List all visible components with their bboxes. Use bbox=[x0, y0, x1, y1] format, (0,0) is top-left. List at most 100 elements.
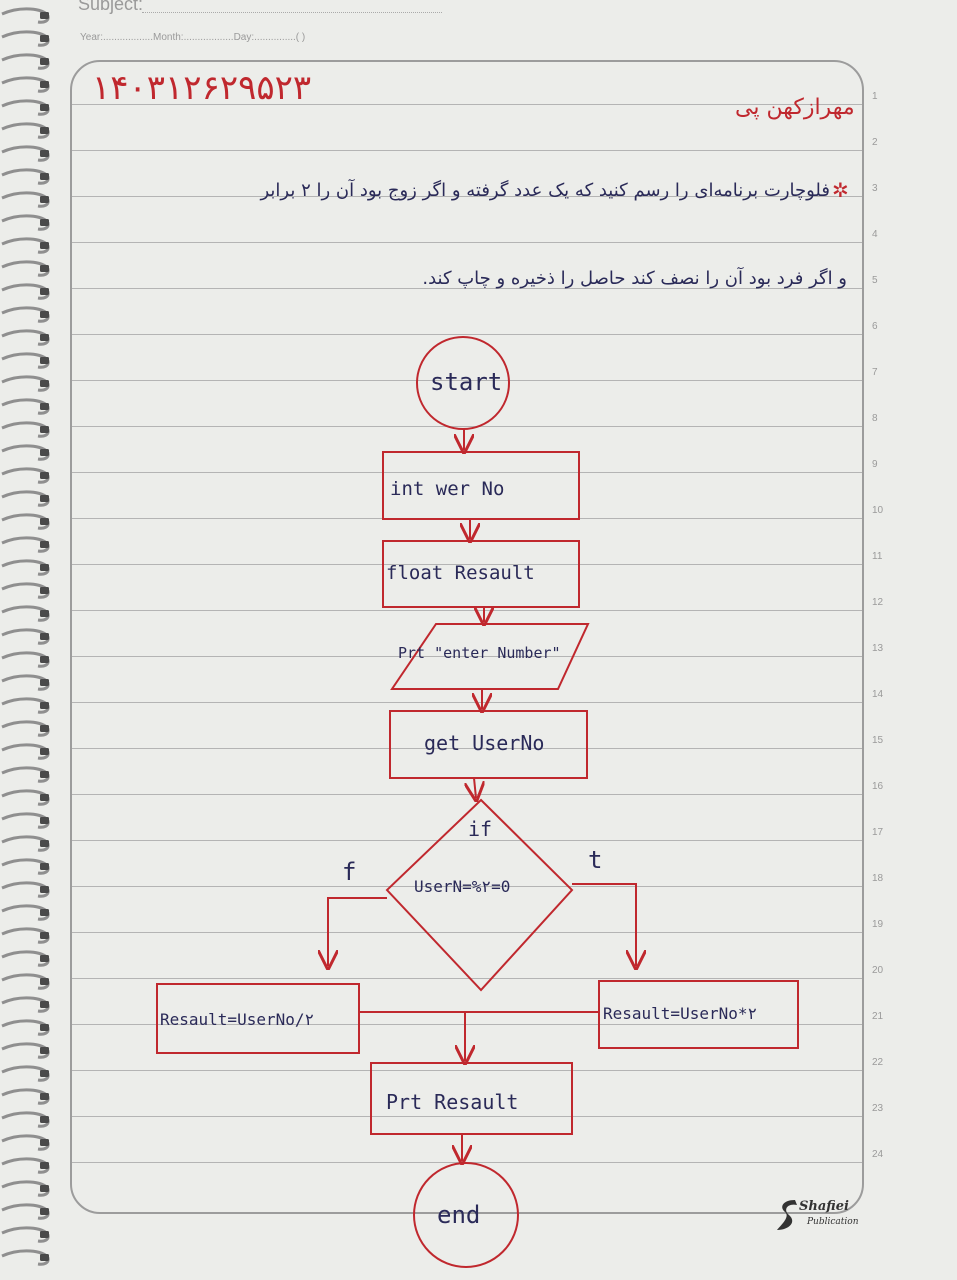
binding-hole bbox=[40, 357, 49, 364]
binding-hole bbox=[40, 909, 49, 916]
ruled-line bbox=[72, 886, 862, 887]
binding-hole bbox=[40, 1116, 49, 1123]
line-number: 1 bbox=[872, 91, 878, 102]
binding-hole bbox=[40, 863, 49, 870]
binding-hole bbox=[40, 104, 49, 111]
ruled-line bbox=[72, 564, 862, 565]
binding-hole bbox=[40, 794, 49, 801]
binding-hole bbox=[40, 334, 49, 341]
ruled-line bbox=[72, 932, 862, 933]
binding-hole bbox=[40, 219, 49, 226]
false-label: f bbox=[342, 858, 357, 886]
binding-hole bbox=[40, 127, 49, 134]
date-line: Year:..................Month:...........… bbox=[80, 32, 306, 43]
line-number: 3 bbox=[872, 183, 878, 194]
problem-line-2: و اگر فرد بود آن را نصف کند حاصل را ذخیر… bbox=[422, 268, 847, 289]
binding-hole bbox=[40, 1208, 49, 1215]
ruled-line bbox=[72, 150, 862, 151]
decision-expr-label: UserN=%۲=0 bbox=[414, 877, 511, 896]
ruled-line bbox=[72, 426, 862, 427]
line-number: 11 bbox=[872, 551, 883, 562]
ruled-line bbox=[72, 334, 862, 335]
declare-int-label: int wer No bbox=[390, 478, 505, 500]
binding-hole bbox=[40, 1254, 49, 1261]
line-number: 14 bbox=[872, 689, 884, 700]
true-label: t bbox=[588, 846, 603, 874]
line-number: 21 bbox=[872, 1011, 884, 1022]
subject-label: Subject: bbox=[78, 0, 144, 14]
binding-hole bbox=[40, 564, 49, 571]
problem-line-1: فلوچارت برنامه‌ای را رسم کنید که یک عدد … bbox=[260, 180, 830, 201]
binding-hole bbox=[40, 1070, 49, 1077]
binding-hole bbox=[40, 541, 49, 548]
line-number: 12 bbox=[872, 597, 884, 608]
binding-hole bbox=[40, 932, 49, 939]
ruled-line bbox=[72, 104, 862, 105]
line-number: 2 bbox=[872, 137, 878, 148]
binding-hole bbox=[40, 817, 49, 824]
flow-true-branch bbox=[572, 883, 636, 966]
spiral-binding bbox=[1, 7, 50, 1266]
binding-hole bbox=[40, 1047, 49, 1054]
binding-hole bbox=[40, 656, 49, 663]
page-margin-frame bbox=[70, 60, 864, 1214]
line-number: 19 bbox=[872, 919, 884, 930]
line-number: 4 bbox=[872, 229, 878, 240]
binding-hole bbox=[40, 633, 49, 640]
binding-hole bbox=[40, 1231, 49, 1238]
prompt-label: Prt "enter Number" bbox=[398, 644, 561, 662]
subject-underline bbox=[142, 12, 442, 13]
ruled-line bbox=[72, 1070, 862, 1071]
flow-input-to-decision bbox=[474, 777, 476, 798]
line-number: 10 bbox=[872, 505, 884, 516]
decision-if-label: if bbox=[468, 817, 493, 841]
binding-hole bbox=[40, 472, 49, 479]
decision-diamond bbox=[385, 798, 574, 992]
ruled-line bbox=[72, 748, 862, 749]
binding-hole bbox=[40, 196, 49, 203]
binding-hole bbox=[40, 380, 49, 387]
ruled-line bbox=[72, 380, 862, 381]
binding-hole bbox=[40, 702, 49, 709]
binding-hole bbox=[40, 81, 49, 88]
ruled-line bbox=[72, 472, 862, 473]
binding-hole bbox=[40, 1139, 49, 1146]
binding-hole bbox=[40, 242, 49, 249]
line-number: 16 bbox=[872, 781, 884, 792]
binding-hole bbox=[40, 1093, 49, 1100]
line-number: 9 bbox=[872, 459, 878, 470]
ruled-line bbox=[72, 242, 862, 243]
line-number: 13 bbox=[872, 643, 884, 654]
declare-float-label: float Resault bbox=[386, 562, 535, 584]
ruled-line bbox=[72, 840, 862, 841]
true-branch-box bbox=[598, 980, 799, 1049]
false-branch-label: Resault=UserNo/۲ bbox=[160, 1010, 315, 1029]
binding-hole bbox=[40, 610, 49, 617]
binding-hole bbox=[40, 173, 49, 180]
binding-hole bbox=[40, 58, 49, 65]
ruled-line bbox=[72, 610, 862, 611]
prompt-io-box bbox=[390, 623, 590, 690]
binding-hole bbox=[40, 265, 49, 272]
binding-hole bbox=[40, 886, 49, 893]
ruled-line bbox=[72, 1024, 862, 1025]
binding-hole bbox=[40, 1001, 49, 1008]
binding-hole bbox=[40, 1185, 49, 1192]
ruled-line bbox=[72, 978, 862, 979]
ruled-line bbox=[72, 1116, 862, 1117]
binding-hole bbox=[40, 725, 49, 732]
binding-hole bbox=[40, 587, 49, 594]
star-icon: ✲ bbox=[832, 178, 849, 202]
binding-hole bbox=[40, 449, 49, 456]
binding-hole bbox=[40, 1024, 49, 1031]
line-number: 6 bbox=[872, 321, 878, 332]
line-number: 15 bbox=[872, 735, 884, 746]
binding-hole bbox=[40, 150, 49, 157]
end-label: end bbox=[437, 1201, 481, 1229]
page-header: Subject: Year:..................Month:..… bbox=[78, 0, 442, 50]
ruled-line bbox=[72, 702, 862, 703]
publisher-logo-icon bbox=[777, 1200, 797, 1230]
binding-hole bbox=[40, 426, 49, 433]
binding-hole bbox=[40, 12, 49, 19]
